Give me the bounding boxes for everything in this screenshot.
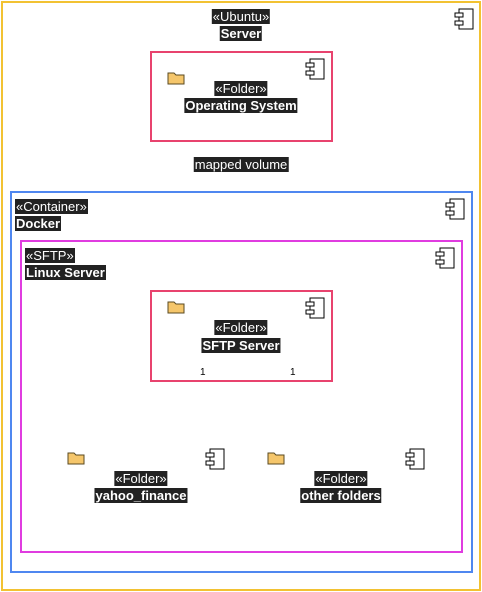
mapped-volume-label: mapped volume [193,157,289,172]
sftp-stereotype: «SFTP» [25,248,75,263]
container-name: Docker [15,216,62,231]
os-folder-name: Operating System [184,98,298,113]
multiplicity-left: 1 [198,367,208,379]
os-folder-stereotype: «Folder» [214,81,268,96]
sftp-linux-server-node[interactable] [20,240,463,553]
docker-container-node[interactable] [10,191,473,573]
component-icon [445,198,465,220]
sftp-server-folder-node[interactable] [150,290,333,382]
component-icon [435,247,455,269]
component-icon [305,297,325,319]
component-icon [305,58,325,80]
server-name: Server [219,26,263,41]
server-stereotype: «Ubuntu» [211,9,271,24]
container-stereotype: «Container» [15,199,88,214]
other-folder-stereotype: «Folder» [314,471,368,486]
sftp-folder-stereotype: «Folder» [214,320,268,335]
sftp-folder-name: SFTP Server [201,338,281,353]
folder-icon [267,452,285,465]
folder-icon [167,301,185,314]
folder-icon [167,72,185,85]
yahoo-folder-stereotype: «Folder» [114,471,168,486]
component-icon [205,448,225,470]
sftp-name: Linux Server [25,265,106,280]
component-icon [454,8,474,30]
folder-icon [67,452,85,465]
os-folder-node[interactable] [150,51,333,142]
other-folder-name: other folders [300,488,382,503]
yahoo-folder-name: yahoo_finance [94,488,188,503]
component-icon [405,448,425,470]
multiplicity-right: 1 [288,367,298,379]
